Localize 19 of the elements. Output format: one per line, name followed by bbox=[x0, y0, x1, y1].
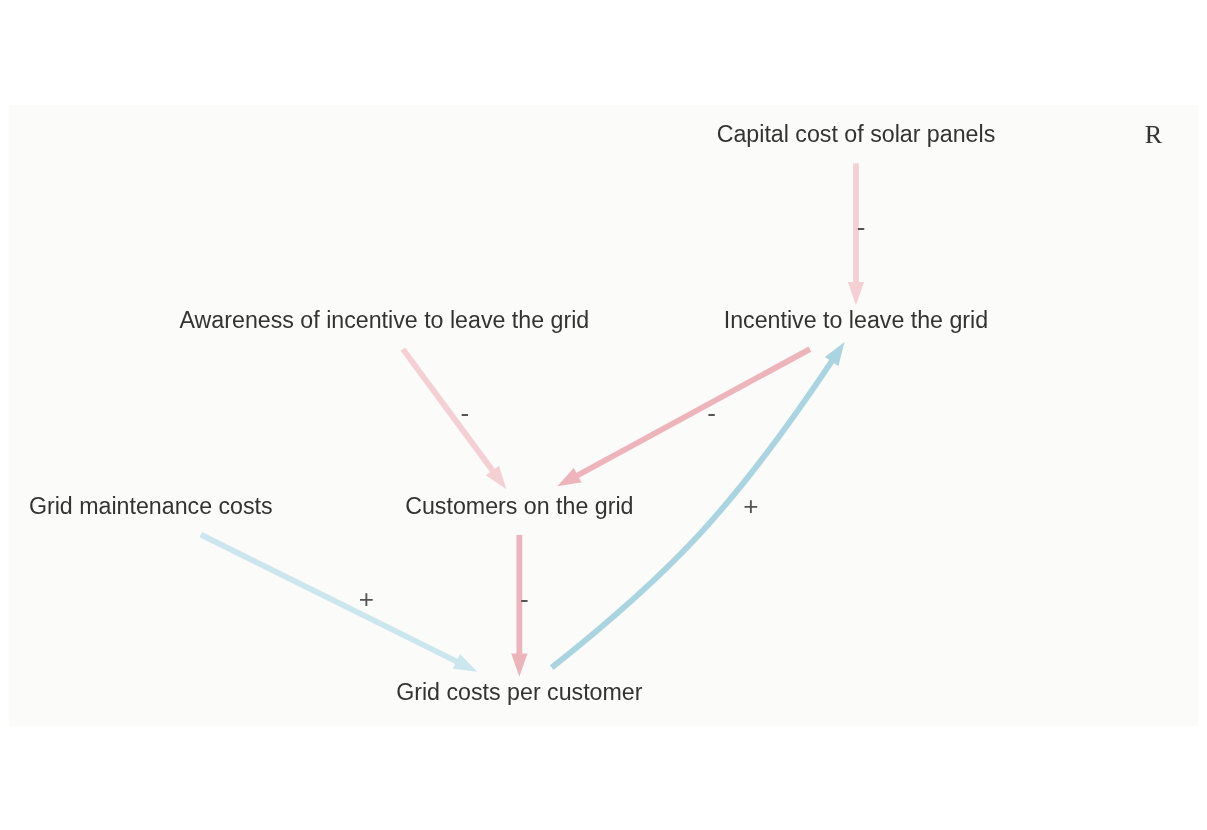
arrow bbox=[549, 341, 845, 670]
arrow bbox=[847, 162, 865, 305]
arrow bbox=[199, 531, 478, 672]
node-text: Grid costs per customer bbox=[396, 678, 643, 705]
edge-label: - bbox=[460, 397, 470, 428]
edge-label: - bbox=[520, 583, 529, 614]
edge-label: + bbox=[743, 490, 759, 521]
edge-label: + bbox=[358, 583, 374, 614]
arrow bbox=[557, 346, 812, 486]
node-text: Incentive to leave the grid bbox=[723, 306, 989, 333]
node-text: Awareness of incentive to leave the grid bbox=[179, 306, 590, 333]
node-text: Capital cost of solar panels bbox=[716, 120, 996, 147]
edge-label: - bbox=[856, 211, 866, 242]
node-text: Grid maintenance costs bbox=[28, 492, 273, 519]
label: R bbox=[1144, 119, 1163, 149]
edge-label: - bbox=[707, 397, 716, 428]
node-text: Customers on the grid bbox=[405, 492, 634, 519]
arrow bbox=[511, 534, 528, 677]
arrow bbox=[400, 346, 507, 489]
